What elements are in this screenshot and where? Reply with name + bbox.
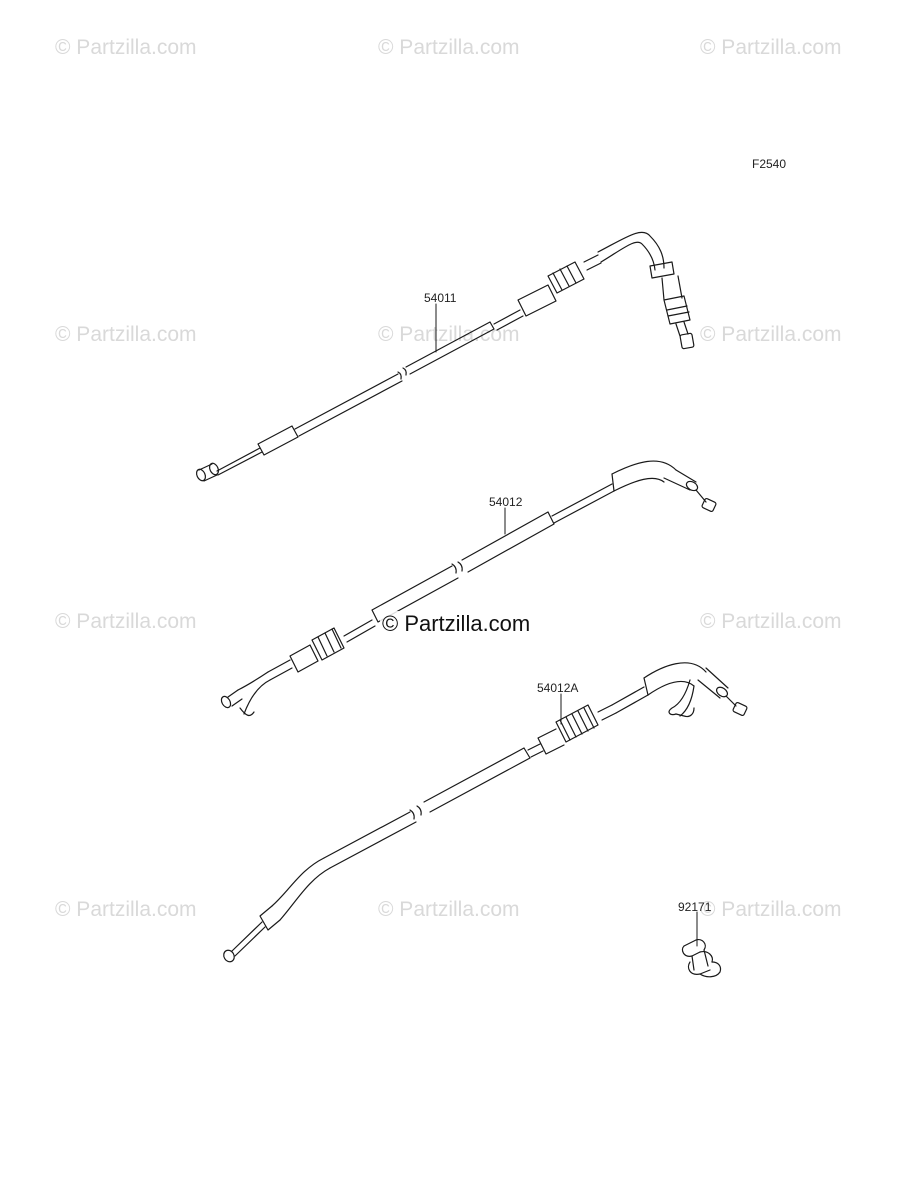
clamp-92171 <box>681 939 722 978</box>
watermark: © Partzilla.com <box>378 898 520 921</box>
cable-end-barrel <box>220 689 243 709</box>
watermark: © Partzilla.com <box>700 610 842 633</box>
cable-54012a <box>223 662 748 963</box>
cable-end-barrel <box>195 462 220 482</box>
watermark: © Partzilla.com <box>55 898 197 921</box>
watermark: © Partzilla.com <box>55 610 197 633</box>
part-label-54011[interactable]: 54011 <box>424 291 457 305</box>
watermark: © Partzilla.com <box>700 36 842 59</box>
watermark: © Partzilla.com <box>700 323 842 346</box>
part-label-54012a[interactable]: 54012A <box>537 681 579 695</box>
watermark: © Partzilla.com <box>700 898 842 921</box>
part-label-92171[interactable]: 92171 <box>678 900 712 914</box>
cable-54012 <box>220 460 717 717</box>
watermark: © Partzilla.com <box>55 323 197 346</box>
leader-lines <box>435 303 698 947</box>
watermark: © Partzilla.com <box>378 323 520 346</box>
cable-end-barrel <box>223 921 266 963</box>
part-label-54012[interactable]: 54012 <box>489 495 523 509</box>
cable-54011 <box>195 231 695 482</box>
figure-code: F2540 <box>752 157 787 171</box>
watermark: © Partzilla.com <box>378 36 520 59</box>
watermark: © Partzilla.com <box>55 36 197 59</box>
center-watermark: © Partzilla.com <box>380 611 533 637</box>
